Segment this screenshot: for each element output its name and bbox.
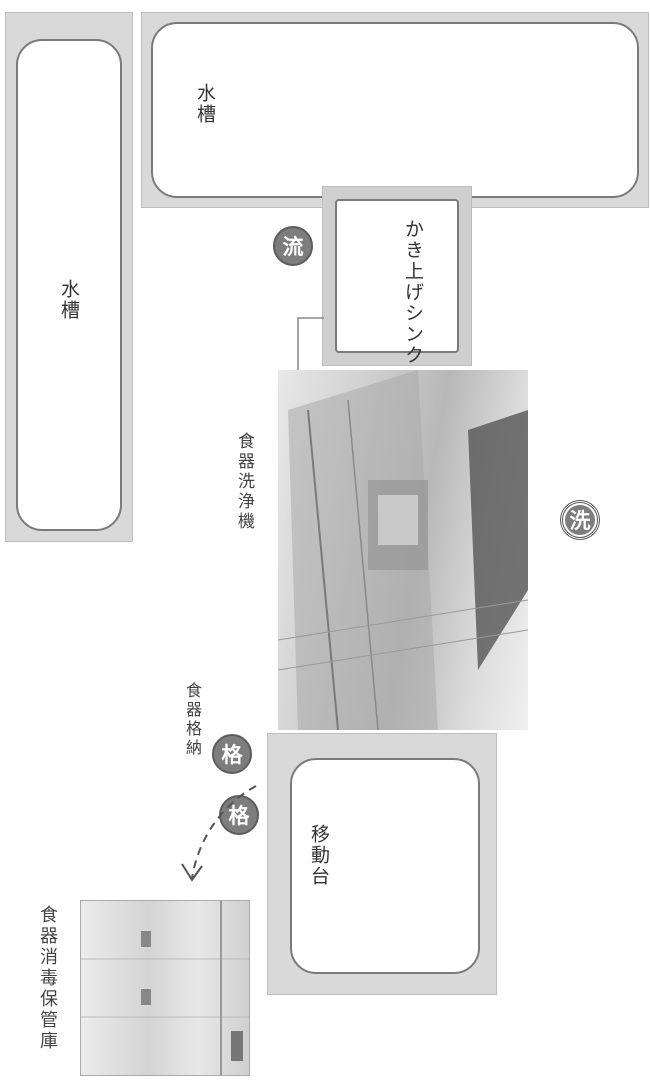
left-tank-label: 水槽: [58, 279, 80, 321]
flow-badge: 流: [273, 226, 313, 266]
sterilizer-cabinet: [80, 900, 250, 1076]
sink-label: かき上げシンク: [402, 219, 424, 366]
dishwasher-photo: [278, 370, 528, 730]
top-tank-frame: 水槽: [141, 12, 649, 208]
sink-basin: [335, 199, 459, 353]
storage-label: 食器格納: [183, 682, 202, 758]
cart-basin: [290, 758, 480, 974]
storage-badge-1: 格: [212, 734, 252, 774]
sterilizer-label: 食器消毒保管庫: [37, 905, 58, 1052]
wash-badge: 洗: [560, 500, 600, 540]
top-tank-basin: [151, 22, 639, 198]
left-tank-basin: [16, 39, 122, 531]
dishwasher-label: 食器洗浄機: [234, 432, 254, 532]
cart-label: 移動台: [308, 824, 330, 887]
left-tank-frame: 水槽: [5, 12, 133, 542]
wash-badge-text: 洗: [565, 505, 595, 535]
sink-frame: かき上げシンク: [322, 186, 472, 366]
cabinet-icon: [81, 901, 249, 1075]
dashed-arrow-icon: [181, 785, 257, 882]
connector-line: [297, 317, 324, 372]
top-tank-label: 水槽: [194, 83, 216, 125]
cart-frame: 移動台: [267, 733, 497, 995]
dishwasher-machine-icon: [278, 370, 528, 730]
